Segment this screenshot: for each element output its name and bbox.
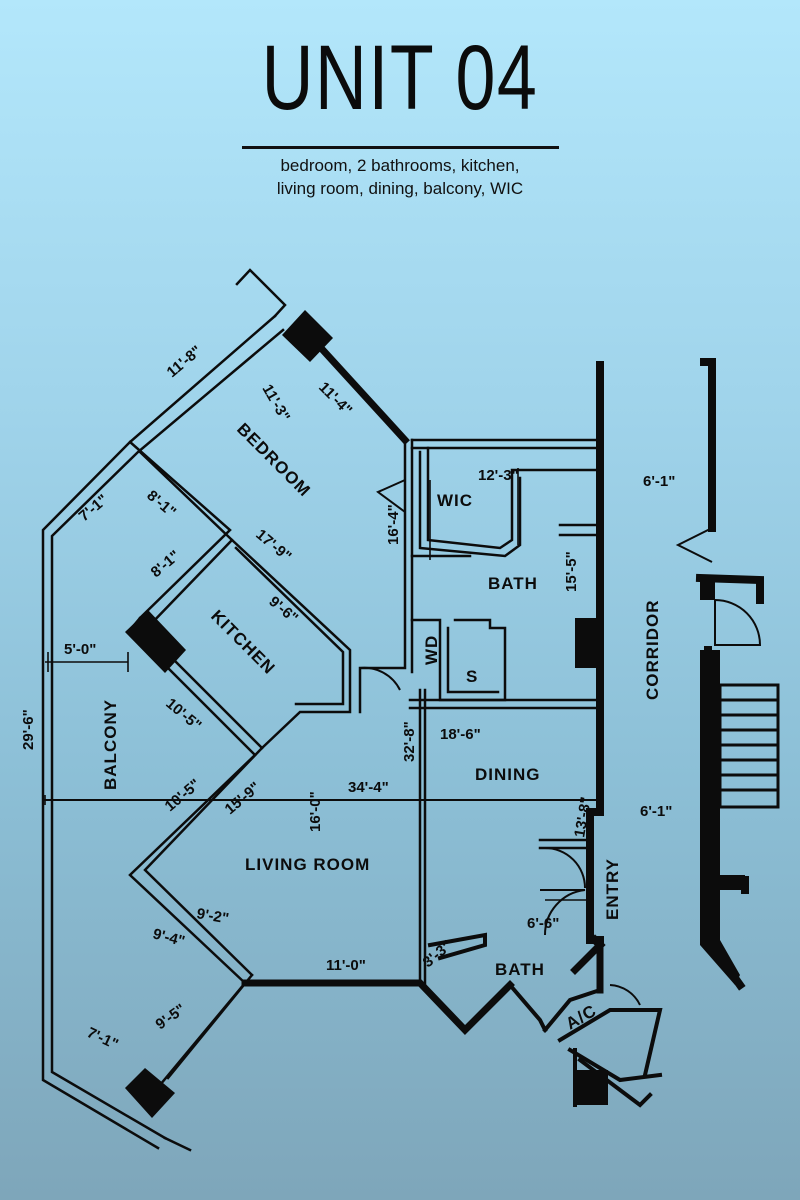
dim-11-0: 11'-0"	[326, 957, 366, 974]
dim-9-5: 9'-5"	[153, 1001, 189, 1033]
wic-walls	[410, 438, 602, 558]
column-kitchen	[125, 610, 186, 673]
doors	[359, 479, 762, 1006]
door-entry	[544, 847, 586, 889]
stairs	[718, 683, 780, 809]
door-corridor-2	[714, 598, 762, 646]
door-entry-2	[540, 889, 586, 936]
room-kitchen: KITCHEN	[207, 606, 279, 678]
column-top	[282, 310, 333, 362]
features-line-2: living room, dining, balcony, WIC	[276, 179, 524, 198]
features-line-1: bedroom, 2 bathrooms, kitchen,	[280, 156, 520, 175]
dim-6-6: 6'-6"	[527, 915, 559, 932]
dim-6-1-bottom: 6'-1"	[640, 803, 672, 820]
kitchen-partition	[230, 538, 352, 750]
dim-11-8: 11'-8"	[164, 342, 205, 381]
bath-lower-walls	[427, 932, 663, 1108]
dim-11-4: 11'-4"	[315, 379, 355, 419]
dim-7-1-bottom: 7'-1"	[84, 1024, 121, 1053]
dim-15-5: 15'-5"	[563, 551, 580, 592]
dim-16-0: 16'-0"	[307, 791, 324, 832]
dim-9-4: 9'-4"	[151, 925, 187, 950]
door-bedroom	[359, 666, 401, 691]
living-room-bottom-wall	[241, 936, 604, 1036]
dim-11-3: 11'-3"	[259, 382, 294, 425]
dim-6-1-top: 6'-1"	[643, 473, 675, 490]
title-underline	[242, 146, 559, 149]
room-wic: WIC	[437, 491, 473, 510]
room-balcony: BALCONY	[101, 699, 120, 790]
bath-upper-walls	[408, 523, 602, 710]
dim-12-3: 12'-3"	[478, 467, 519, 484]
door-ac	[609, 984, 641, 1006]
dimension-lines	[44, 468, 590, 901]
dim-17-9: 17'-9"	[252, 526, 294, 565]
corridor-wall-lower	[700, 650, 740, 985]
column-bottom	[125, 1068, 175, 1118]
column-bath	[575, 618, 599, 668]
walls	[41, 268, 764, 1152]
outer-wall-left	[41, 268, 287, 1152]
room-dining: DINING	[475, 765, 541, 784]
room-s: S	[466, 667, 478, 686]
room-wd: WD	[422, 635, 441, 665]
columns	[125, 310, 745, 1118]
dim-34-4: 34'-4"	[348, 779, 389, 796]
dim-16-4: 16'-4"	[385, 504, 402, 545]
unit-title: UNIT 04	[261, 27, 539, 129]
column-corridor	[700, 578, 715, 600]
dim-5-0: 5'-0"	[64, 641, 96, 658]
dim-9-2: 9'-2"	[195, 905, 230, 927]
dim-8-1-a: 8'-1"	[143, 487, 179, 521]
dim-8-1-b: 8'-1"	[148, 547, 184, 581]
dim-10-5-a: 10'-5"	[162, 695, 204, 734]
room-bedroom: BEDROOM	[233, 419, 314, 500]
unit-features: bedroom, 2 bathrooms, kitchen, living ro…	[0, 154, 800, 200]
corridor-notch	[720, 875, 745, 890]
room-living-room: LIVING ROOM	[245, 855, 370, 874]
balcony-inner-wall	[42, 440, 601, 1087]
dim-7-1-top: 7'-1"	[76, 491, 112, 525]
column-ac	[575, 1070, 608, 1105]
dim-18-6: 18'-6"	[440, 726, 481, 743]
dim-13-8: 13'-8"	[571, 796, 595, 839]
room-bath-upper: BATH	[488, 574, 538, 593]
room-corridor: CORRIDOR	[643, 599, 662, 700]
room-entry: ENTRY	[603, 858, 622, 920]
door-corridor	[675, 527, 713, 563]
room-bath-lower: BATH	[495, 960, 545, 979]
dim-29-6: 29'-6"	[20, 709, 37, 750]
dim-32-8: 32'-8"	[401, 721, 418, 762]
door-wic	[376, 479, 406, 513]
